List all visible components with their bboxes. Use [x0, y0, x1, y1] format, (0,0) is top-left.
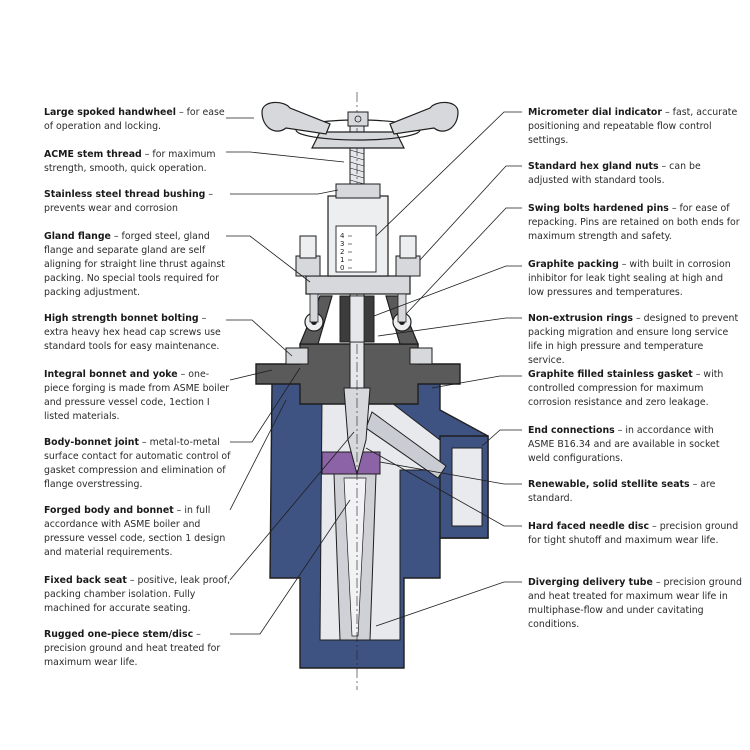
callout-micrometer-dial: Micrometer dial indicator – fast, accura…: [528, 106, 742, 148]
callout-body: – extra heavy hex head cap screws use st…: [44, 313, 221, 352]
callout-title: Diverging delivery tube: [528, 577, 653, 588]
callout-forged-body: Forged body and bonnet – in full accorda…: [44, 504, 232, 560]
callout-body: – designed to prevent packing migration …: [528, 313, 739, 366]
gland-nut-right: [395, 255, 421, 277]
callout-body: – precision ground and heat treated for …: [44, 629, 221, 668]
callout-title: Large spoked handwheel: [44, 107, 176, 118]
gland-flange: [305, 275, 411, 295]
callout-stellite-seats: Renewable, solid stellite seats – are st…: [528, 478, 742, 506]
callout-title: Body-bonnet joint: [44, 437, 139, 448]
callout-graphite-packing: Graphite packing – with built in corrosi…: [528, 258, 742, 300]
callout-swing-bolts: Swing bolts hardened pins – for ease of …: [528, 202, 742, 244]
callout-body: – precision ground for tight shutoff and…: [528, 521, 739, 546]
callout-title: Non-extrusion rings: [528, 313, 634, 324]
dial-mark: 4: [340, 232, 345, 240]
callout-delivery-tube: Diverging delivery tube – precision grou…: [528, 576, 742, 632]
callout-gasket: Graphite filled stainless gasket – with …: [528, 368, 742, 410]
dial-mark: 0: [340, 264, 344, 272]
thread-bushing: [335, 183, 381, 199]
callout-body: – prevents wear and corrosion: [44, 189, 214, 214]
callout-title: Micrometer dial indicator: [528, 107, 662, 118]
callout-body: – in full accordance with ASME boiler an…: [44, 505, 226, 558]
callout-body: – with built in corrosion inhibitor for …: [528, 259, 731, 298]
callout-body: – positive, leak proof, packing chamber …: [44, 575, 231, 614]
dial-mark: 3: [340, 240, 344, 248]
gasket-band: [321, 451, 381, 475]
callout-handwheel: Large spoked handwheel – for ease of ope…: [44, 106, 232, 134]
callout-back-seat: Fixed back seat – positive, leak proof, …: [44, 574, 232, 616]
callout-title: Graphite packing: [528, 259, 619, 270]
callout-acme-thread: ACME stem thread – for maximum strength,…: [44, 148, 232, 176]
callout-title: Graphite filled stainless gasket: [528, 369, 693, 380]
callout-title: Stainless steel thread bushing: [44, 189, 206, 200]
callout-title: Hard faced needle disc: [528, 521, 650, 532]
callout-body: – for maximum strength, smooth, quick op…: [44, 149, 216, 174]
callout-stem-disc: Rugged one-piece stem/disc – precision g…: [44, 628, 232, 670]
callout-body: – fast, accurate positioning and repeata…: [528, 107, 738, 146]
handwheel-spoke-left: [261, 101, 331, 135]
callout-end-connections: End connections – in accordance with ASM…: [528, 424, 742, 466]
callout-body: – can be adjusted with standard tools.: [528, 161, 701, 186]
leader-lines-left: [226, 117, 355, 635]
dial-mark: 1: [340, 256, 344, 264]
callout-title: ACME stem thread: [44, 149, 142, 160]
callout-body: – for ease of operation and locking.: [44, 107, 225, 132]
callout-bonnet-bolting: High strength bonnet bolting – extra hea…: [44, 312, 232, 354]
callout-body: – forged steel, gland flange and separat…: [44, 231, 225, 298]
callout-title: Renewable, solid stellite seats: [528, 479, 690, 490]
callout-body: – metal-to-metal surface contact for aut…: [44, 437, 231, 490]
callout-non-extrusion-rings: Non-extrusion rings – designed to preven…: [528, 312, 742, 368]
callout-title: Fixed back seat: [44, 575, 127, 586]
callout-body: – in accordance with ASME B16.34 and are…: [528, 425, 720, 464]
callout-body-bonnet-joint: Body-bonnet joint – metal-to-metal surfa…: [44, 436, 232, 492]
gland-nut-left: [295, 255, 321, 277]
dial-mark: 2: [340, 248, 344, 256]
callout-thread-bushing: Stainless steel thread bushing – prevent…: [44, 188, 232, 216]
callout-body: – one-piece forging is made from ASME bo…: [44, 369, 230, 422]
callout-body: – are standard.: [528, 479, 716, 504]
bonnet-bolt-right: [409, 347, 433, 365]
callout-title: Rugged one-piece stem/disc: [44, 629, 194, 640]
callout-body: – with controlled compression for maximu…: [528, 369, 724, 408]
callout-title: Gland flange: [44, 231, 111, 242]
micrometer-dial: [335, 225, 377, 273]
callout-needle-disc: Hard faced needle disc – precision groun…: [528, 520, 742, 548]
bonnet-bolt-left: [285, 347, 309, 365]
callout-bonnet-yoke: Integral bonnet and yoke – one-piece for…: [44, 368, 232, 424]
callout-gland-nuts: Standard hex gland nuts – can be adjuste…: [528, 160, 742, 188]
handwheel-nut: [347, 111, 369, 127]
callout-body: – for ease of repacking. Pins are retain…: [528, 203, 740, 242]
callout-title: Swing bolts hardened pins: [528, 203, 669, 214]
callout-title: Forged body and bonnet: [44, 505, 174, 516]
callout-gland-flange: Gland flange – forged steel, gland flang…: [44, 230, 232, 300]
handwheel-spoke-right: [389, 101, 459, 135]
callout-body: – precision ground and heat treated for …: [528, 577, 742, 630]
callout-title: Standard hex gland nuts: [528, 161, 659, 172]
leader-lines-right: [365, 111, 522, 627]
callout-title: End connections: [528, 425, 615, 436]
callout-title: Integral bonnet and yoke: [44, 369, 178, 380]
callout-title: High strength bonnet bolting: [44, 313, 199, 324]
